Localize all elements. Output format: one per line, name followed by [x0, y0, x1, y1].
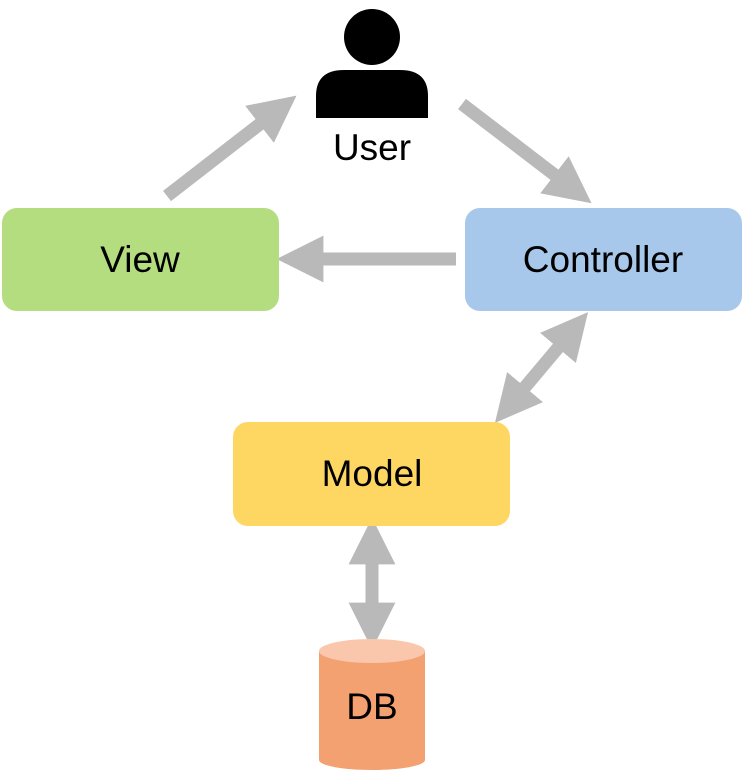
- controller-node: Controller: [465, 208, 742, 311]
- arrow-controller-model-bidirectional: [494, 312, 589, 423]
- db-body: [319, 651, 425, 770]
- user-icon: [316, 9, 428, 118]
- arrow-user-to-controller: [458, 98, 592, 204]
- model-node: Model: [233, 422, 510, 526]
- model-label: Model: [322, 453, 423, 494]
- arrow-view-to-user: [163, 95, 297, 202]
- db-top: [319, 639, 425, 663]
- controller-box: [465, 208, 742, 311]
- view-label: View: [100, 239, 180, 280]
- view-box: [2, 208, 279, 311]
- database-icon: [319, 639, 425, 770]
- db-node: DB: [319, 639, 425, 770]
- db-label: DB: [346, 686, 397, 727]
- controller-label: Controller: [523, 239, 683, 280]
- user-label: User: [333, 127, 411, 168]
- view-node: View: [2, 208, 279, 311]
- model-box: [233, 422, 510, 526]
- arrows: [163, 95, 592, 650]
- user-node: User: [316, 9, 428, 168]
